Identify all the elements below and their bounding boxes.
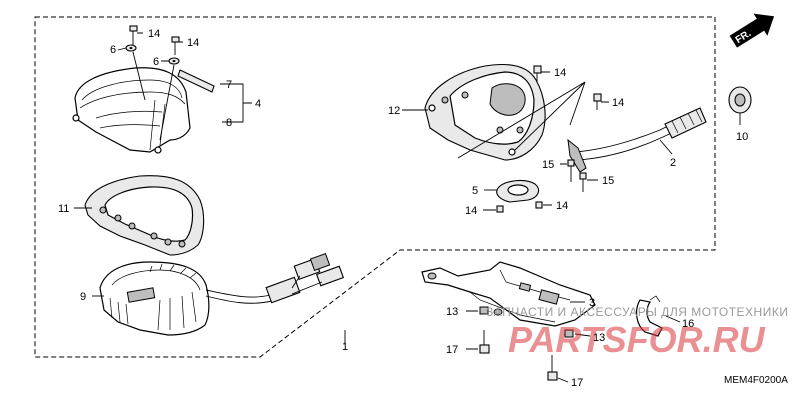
leader-2 [659,139,673,155]
watermark-tagline: ЗАПЧАСТИ И АКСЕССУАРЫ ДЛЯ МОТОТЕХНИКИ [486,305,788,319]
washer-6b [168,57,180,65]
screw-14e [496,205,504,213]
leader-15 [560,163,598,181]
bracket-part [496,179,540,203]
diagram-code: MEM4F0200A [724,375,788,386]
watermark-logo: PARTSFOR.RU [508,319,766,360]
label-part-1: 1 [342,341,348,353]
screw-15b [579,172,587,192]
meter-stay-part [421,261,596,327]
label-part-14: 14 [148,28,160,40]
label-part-14: 14 [465,205,477,217]
label-part-2: 2 [670,157,676,169]
leader-14-bottom [483,204,552,211]
label-part-14: 14 [554,67,566,79]
label-part-3: 3 [589,297,595,309]
leader-lines-topleft [117,32,252,141]
screw-14b [171,36,180,55]
label-part-14: 14 [187,37,199,49]
meter-assembly-part [99,252,345,336]
label-part-6: 6 [110,44,116,56]
label-part-12: 12 [388,105,400,117]
label-part-14: 14 [556,200,568,212]
label-part-16: 16 [682,318,694,330]
label-part-6: 6 [153,56,159,68]
label-part-9: 9 [80,291,86,303]
bolt-17a [479,330,490,354]
label-part-7: 7 [226,79,232,91]
bolt-17b [547,355,558,381]
screw-15a [567,159,575,182]
screw-14c [533,65,542,82]
nut-13b [564,329,574,338]
label-part-15: 15 [542,159,554,171]
label-part-13: 13 [446,306,458,318]
screw-14d [593,93,602,110]
cap-part [728,86,752,125]
speedometer-cable-part [567,107,707,173]
visor-strip-part [177,69,215,93]
leader-13-17 [466,310,591,383]
direction-arrow-icon: FR. [729,13,775,48]
meter-bezel-part [84,175,205,256]
meter-visor-part [72,67,191,154]
label-part-8: 8 [226,117,232,129]
assembly-boundary [34,16,716,358]
nut-13a [479,306,489,315]
label-part-4: 4 [255,98,261,110]
label-part-14: 14 [612,97,624,109]
washer-6a [125,44,137,52]
meter-case-part [424,63,546,161]
label-part-10: 10 [736,131,748,143]
label-part-17: 17 [571,377,583,389]
label-part-17: 17 [446,344,458,356]
leader-lines-right [457,71,609,159]
label-part-13: 13 [593,332,605,344]
clip-part [635,295,663,337]
label-part-15: 15 [602,175,614,187]
label-part-11: 11 [58,203,69,215]
screw-14f [535,201,543,209]
leader-16 [665,315,681,323]
label-part-5: 5 [472,185,478,197]
screw-14a [129,25,138,46]
